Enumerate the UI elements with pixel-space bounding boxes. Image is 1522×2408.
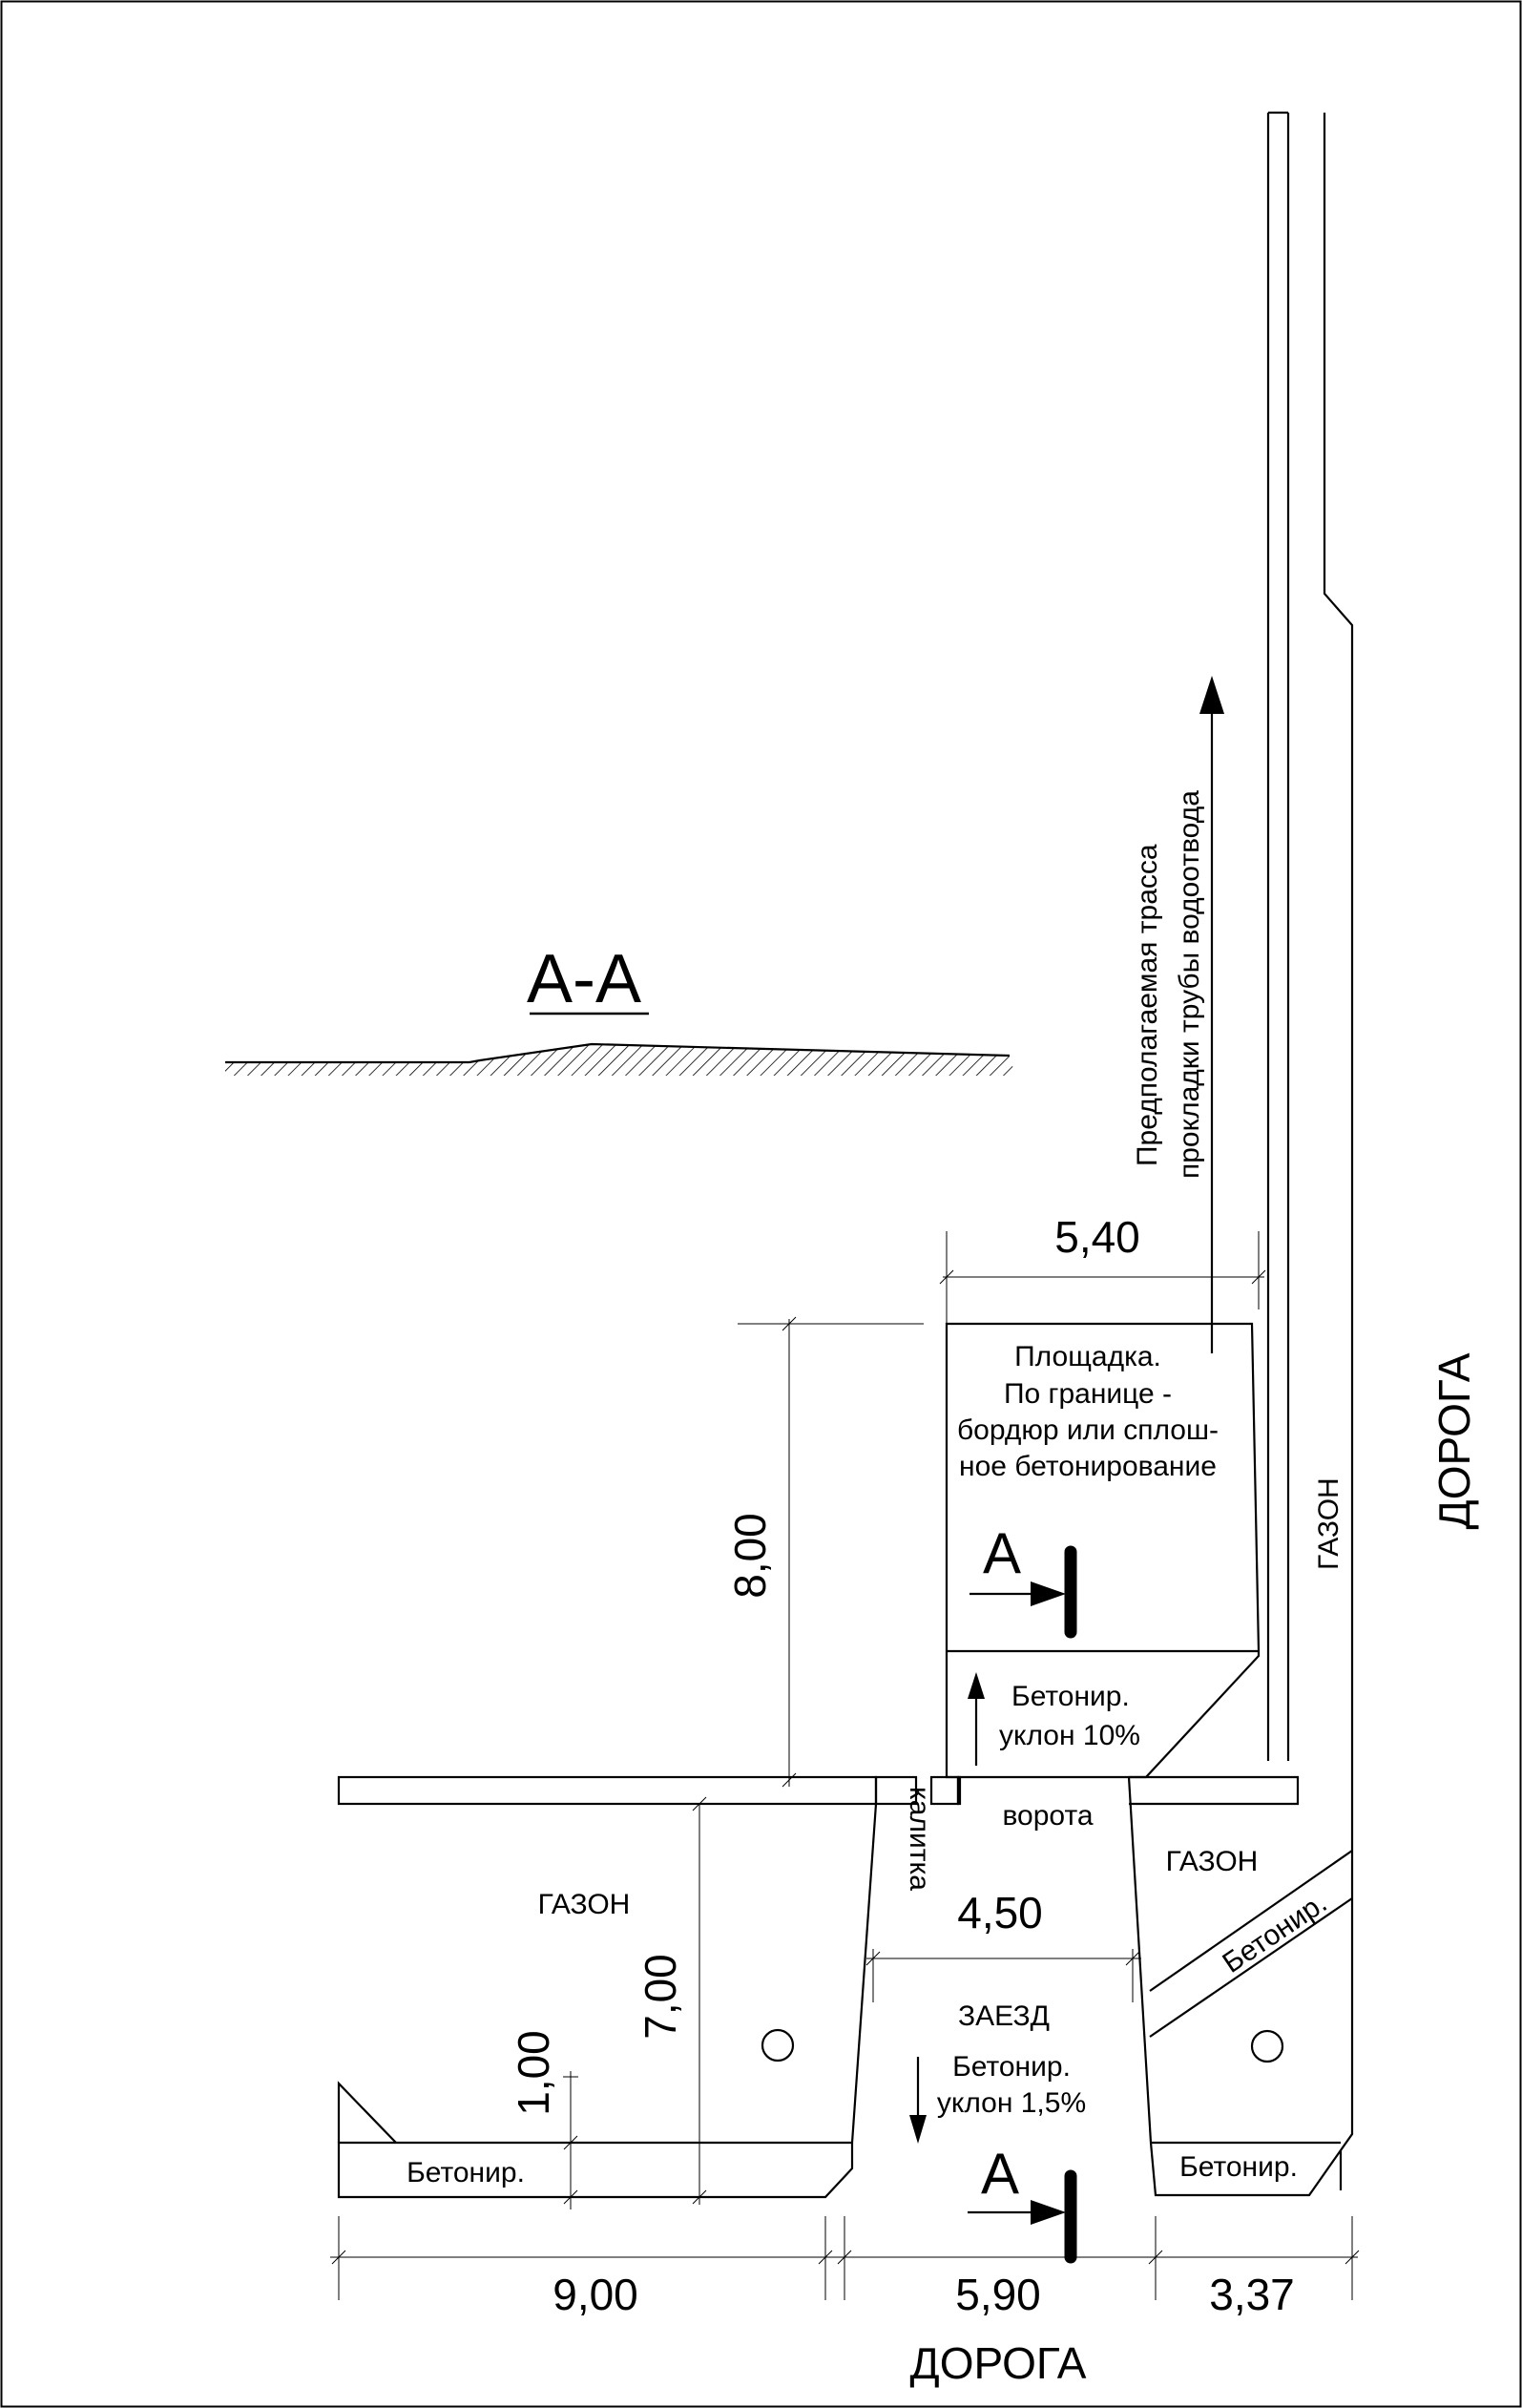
section-mark-lower-letter: А bbox=[981, 2142, 1019, 2206]
ramp-up-arrowhead bbox=[968, 1672, 985, 1699]
dim-800-value: 8,00 bbox=[725, 1513, 775, 1599]
concrete-right-label: Бетонир. bbox=[1179, 2151, 1298, 2183]
dim-337-value: 3,37 bbox=[1209, 2270, 1295, 2319]
platform-text-line1: Площадка. bbox=[1014, 1341, 1161, 1372]
driveway-line1: Бетонир. bbox=[952, 2051, 1071, 2083]
fence-post-left bbox=[874, 1775, 918, 1806]
pipe-route-label-line1: Предполагаемая трасса bbox=[1132, 844, 1163, 1166]
fence-left-section bbox=[337, 1775, 878, 1806]
dim-540-tick-right bbox=[1251, 1269, 1266, 1285]
section-profile-hatch bbox=[225, 1044, 1015, 1076]
pipe-route-arrowhead bbox=[1199, 676, 1224, 714]
road-bottom-label: ДОРОГА bbox=[910, 2338, 1087, 2388]
section-mark-upper-arrowhead bbox=[1031, 1581, 1066, 1606]
section-mark-lower-arrowhead bbox=[1031, 2200, 1066, 2225]
post-circle-right bbox=[1250, 2029, 1284, 2063]
concrete-left-label: Бетонир. bbox=[407, 2157, 525, 2188]
section-title: А-А bbox=[527, 941, 641, 1017]
driveway-slope-arrowhead bbox=[909, 2115, 927, 2144]
diag-concrete-line-1 bbox=[1149, 1850, 1353, 1992]
dim-540-tick-left bbox=[939, 1269, 954, 1285]
dim-450-value: 4,50 bbox=[957, 1888, 1043, 1937]
dim-100-value: 1,00 bbox=[509, 2030, 558, 2116]
left-corner-triangle bbox=[337, 2081, 397, 2144]
lawn-right-label: ГАЗОН bbox=[1166, 1846, 1259, 1877]
fence-right-section bbox=[1129, 1775, 1300, 1806]
dim-bottom-tick-5 bbox=[1345, 2250, 1360, 2265]
right-wall-outer bbox=[1323, 113, 1354, 2190]
section-profile-line bbox=[225, 1042, 1011, 1064]
dim-bottom-tick-1 bbox=[331, 2250, 346, 2265]
road-right-label: ДОРОГА bbox=[1429, 1352, 1479, 1529]
diag-concrete-line-2 bbox=[1149, 1897, 1353, 2038]
dim-700-tick-top bbox=[692, 1796, 707, 1811]
driveway-left-edge bbox=[337, 1803, 878, 2199]
dim-700-tick-bottom bbox=[692, 2189, 707, 2205]
platform-text-line4: ное бетонирование bbox=[959, 1451, 1217, 1482]
dim-bottom-tick-2 bbox=[818, 2250, 833, 2265]
fence-post-mid bbox=[956, 1775, 962, 1806]
dim-100-tick-mid bbox=[563, 2135, 578, 2150]
lawn-right-vertical-label: ГАЗОН bbox=[1313, 1477, 1345, 1570]
gates-label: ворота bbox=[1002, 1800, 1093, 1832]
driveway-right-edge bbox=[1127, 1776, 1342, 2197]
platform-text-line3: бордюр или сплош- bbox=[957, 1414, 1219, 1446]
dim-800-tick-bottom bbox=[782, 1772, 797, 1788]
lawn-left-label: ГАЗОН bbox=[538, 1889, 631, 1920]
dim-bottom-tick-4 bbox=[1148, 2250, 1163, 2265]
dim-800-tick-top bbox=[782, 1316, 797, 1331]
dim-900-value: 9,00 bbox=[553, 2270, 638, 2319]
driveway-title: ЗАЕЗД bbox=[958, 2000, 1050, 2032]
ramp-upper-line2: уклон 10% bbox=[999, 1720, 1140, 1751]
platform-text-line2: По границе - bbox=[1004, 1378, 1172, 1410]
section-mark-upper-letter: А bbox=[983, 1521, 1021, 1585]
dim-700-value: 7,00 bbox=[636, 1954, 685, 2040]
pipe-route-label-line2: прокладки трубы водоотвода bbox=[1174, 790, 1205, 1179]
wicket-label: калитка bbox=[904, 1787, 935, 1891]
dim-590-value: 5,90 bbox=[955, 2270, 1041, 2319]
dim-540-value: 5,40 bbox=[1054, 1212, 1140, 1262]
dim-100-tick-bottom bbox=[563, 2189, 578, 2205]
ramp-upper-line1: Бетонир. bbox=[1011, 1681, 1130, 1712]
driveway-line2: уклон 1,5% bbox=[937, 2087, 1086, 2119]
dim-bottom-tick-3 bbox=[837, 2250, 852, 2265]
post-circle-left bbox=[761, 2028, 795, 2063]
